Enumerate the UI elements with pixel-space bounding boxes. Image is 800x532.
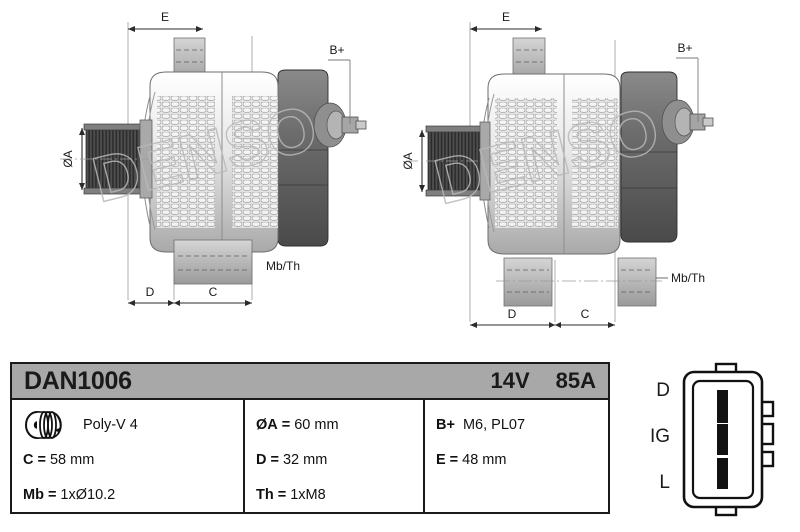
pulley-type-label: Poly-V 4 bbox=[83, 416, 138, 433]
mounting-foot-left bbox=[503, 257, 553, 307]
connector-pin-d[interactable] bbox=[717, 390, 728, 423]
spec-key-dia-a: ØA bbox=[256, 416, 278, 433]
spec-table-body: Poly-V 4 C = 58 mm Mb = 1xØ10.2 ØA = 60 … bbox=[12, 400, 608, 512]
label-mb-th: Mb/Th bbox=[656, 271, 705, 285]
dimension-c: C bbox=[555, 307, 615, 328]
spec-eq-c: = bbox=[37, 451, 46, 468]
label-b-plus: B+ bbox=[328, 43, 351, 124]
svg-text:Mb/Th: Mb/Th bbox=[671, 271, 705, 285]
spec-key-mb: Mb bbox=[23, 486, 44, 503]
mounting-foot-right bbox=[617, 257, 657, 307]
connector-diagram: D IG L bbox=[612, 362, 792, 517]
left-view-svg: E bbox=[60, 10, 367, 306]
label-b-plus: B+ bbox=[676, 41, 699, 122]
dimension-e-label: E bbox=[502, 10, 510, 24]
dimension-d-label: D bbox=[508, 307, 517, 321]
voltage-rating: 14V bbox=[490, 368, 530, 393]
svg-text:B+: B+ bbox=[677, 41, 692, 55]
specification-table: DAN1006 14V 85A Poly-V 4 C bbox=[10, 362, 610, 514]
alternator-view-left: E bbox=[0, 0, 400, 345]
spec-row-mb: Mb = 1xØ10.2 bbox=[23, 477, 243, 512]
spec-column-3: B+ M6, PL07 E = 48 mm bbox=[425, 400, 608, 512]
spec-table-header: DAN1006 14V 85A bbox=[12, 364, 608, 400]
part-number: DAN1006 bbox=[24, 366, 132, 395]
right-view-svg: E bbox=[401, 10, 714, 328]
spec-eq-mb: = bbox=[47, 486, 57, 503]
cooling-fins-left bbox=[495, 98, 557, 228]
spec-column-2: ØA = 60 mm D = 32 mm Th = 1xM8 bbox=[245, 400, 425, 512]
dimension-e-label: E bbox=[161, 10, 169, 24]
spec-key-c: C bbox=[23, 451, 34, 468]
cooling-fins-right bbox=[572, 98, 618, 228]
alternator-drawings: E bbox=[0, 0, 800, 345]
svg-text:B+: B+ bbox=[329, 43, 344, 57]
dimension-e: E bbox=[128, 10, 203, 32]
connector-pin-l[interactable] bbox=[717, 458, 728, 489]
spec-value-th: 1xM8 bbox=[290, 486, 326, 503]
pulley-row: Poly-V 4 bbox=[23, 407, 243, 442]
dimension-c-label: C bbox=[581, 307, 590, 321]
spec-row-th: Th = 1xM8 bbox=[256, 477, 423, 512]
dimension-c: C bbox=[174, 285, 252, 306]
spec-key-th: Th bbox=[256, 486, 274, 503]
spec-value-d: 32 mm bbox=[282, 451, 328, 468]
connector-pin-labels: D IG L bbox=[612, 368, 670, 506]
spec-row-e: E = 48 mm bbox=[436, 442, 608, 477]
spec-value-dia-a: 60 mm bbox=[294, 416, 339, 433]
spec-eq-dia-a: = bbox=[281, 416, 291, 433]
connector-svg bbox=[682, 362, 775, 517]
cooling-fins-right bbox=[232, 96, 278, 228]
rear-housing bbox=[277, 69, 329, 247]
spec-row-empty bbox=[436, 477, 608, 512]
spec-eq-e: = bbox=[449, 451, 459, 468]
spec-row-dia-a: ØA = 60 mm bbox=[256, 407, 423, 442]
pulley-icon bbox=[25, 410, 62, 439]
dimension-d-label: D bbox=[146, 285, 155, 299]
spec-row-b-plus: B+ M6, PL07 bbox=[436, 407, 608, 442]
cooling-fins-left bbox=[157, 96, 215, 228]
spec-key-d: D bbox=[256, 451, 267, 468]
spec-column-1: Poly-V 4 C = 58 mm Mb = 1xØ10.2 bbox=[12, 400, 245, 512]
bottom-mounting-foot bbox=[173, 239, 253, 285]
svg-text:Mb/Th: Mb/Th bbox=[266, 259, 300, 273]
alternator-view-right: E bbox=[400, 0, 800, 345]
dimension-e: E bbox=[470, 10, 542, 32]
spec-eq-th: = bbox=[277, 486, 287, 503]
pin-label-l: L bbox=[659, 472, 670, 493]
dimension-c-label: C bbox=[209, 285, 218, 299]
spec-eq-d: = bbox=[270, 451, 279, 468]
spec-value-b-plus: M6, PL07 bbox=[462, 416, 526, 433]
amperage-rating: 85A bbox=[555, 368, 596, 393]
spec-value-mb: 1xØ10.2 bbox=[60, 486, 116, 503]
label-mb-th: Mb/Th bbox=[266, 259, 300, 273]
spec-key-e: E bbox=[436, 451, 446, 468]
spec-key-b-plus: B+ bbox=[436, 416, 455, 433]
dimension-d: D bbox=[128, 285, 174, 306]
spec-value-e: 48 mm bbox=[462, 451, 507, 468]
pin-label-ig: IG bbox=[649, 426, 670, 447]
dimension-d: D bbox=[470, 307, 555, 328]
spec-row-c: C = 58 mm bbox=[23, 442, 243, 477]
connector-pin-ig[interactable] bbox=[717, 424, 728, 455]
spec-row-d: D = 32 mm bbox=[256, 442, 423, 477]
spec-value-c: 58 mm bbox=[49, 451, 95, 468]
pin-label-d: D bbox=[656, 380, 670, 401]
